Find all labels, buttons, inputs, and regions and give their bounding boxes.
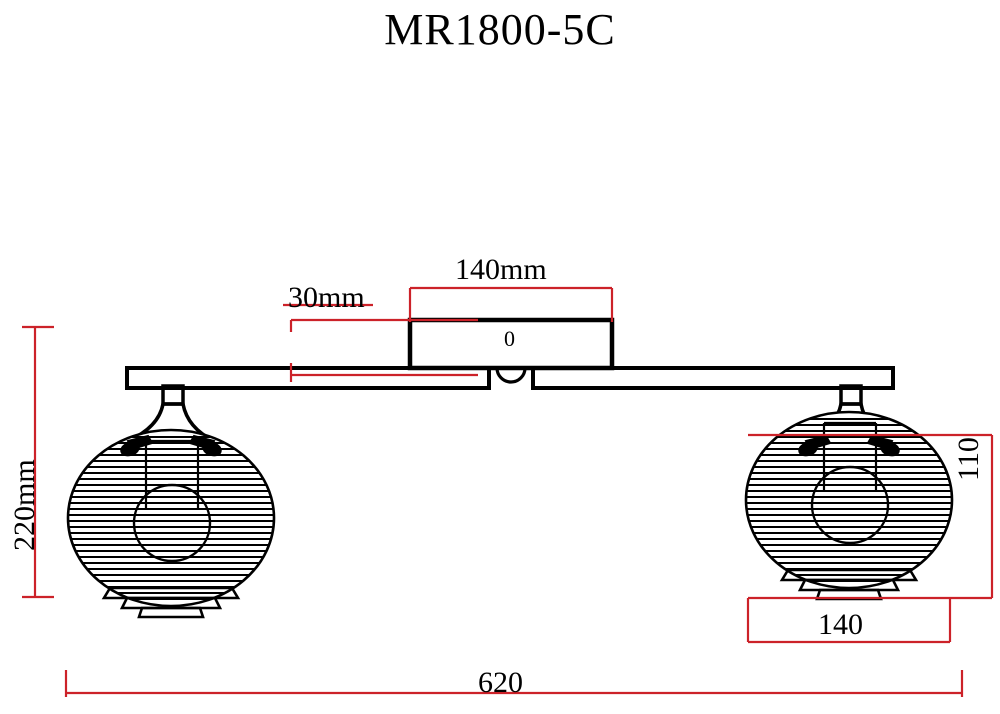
dim-220mm — [22, 325, 54, 599]
left-shade-assembly — [66, 384, 276, 619]
dim-label-plate-offset: 30mm — [288, 281, 365, 314]
right-shade-assembly — [744, 384, 954, 601]
dim-label-shade-height: 110 — [952, 437, 985, 481]
left-globe — [66, 428, 276, 608]
dim-140-110 — [746, 433, 994, 644]
left-globe-base — [101, 586, 241, 619]
center-canopy-plate — [407, 317, 615, 371]
dim-label-overall-height: 220mm — [8, 459, 41, 551]
dim-140mm — [408, 286, 614, 322]
page-title: MR1800-5C — [384, 5, 616, 54]
dim-label-shade-width: 140 — [818, 608, 863, 641]
dim-label-overall-width: 620 — [478, 666, 523, 699]
mounting-bar — [125, 366, 895, 390]
right-globe — [744, 410, 954, 590]
dim-30mm — [283, 303, 478, 382]
right-clamp — [798, 434, 900, 457]
dim-620 — [64, 670, 964, 697]
center-plate-marker-label: 0 — [504, 326, 515, 351]
dim-label-plate-width: 140mm — [455, 253, 547, 286]
dimension-lines — [22, 286, 994, 697]
left-clamp — [120, 434, 222, 457]
